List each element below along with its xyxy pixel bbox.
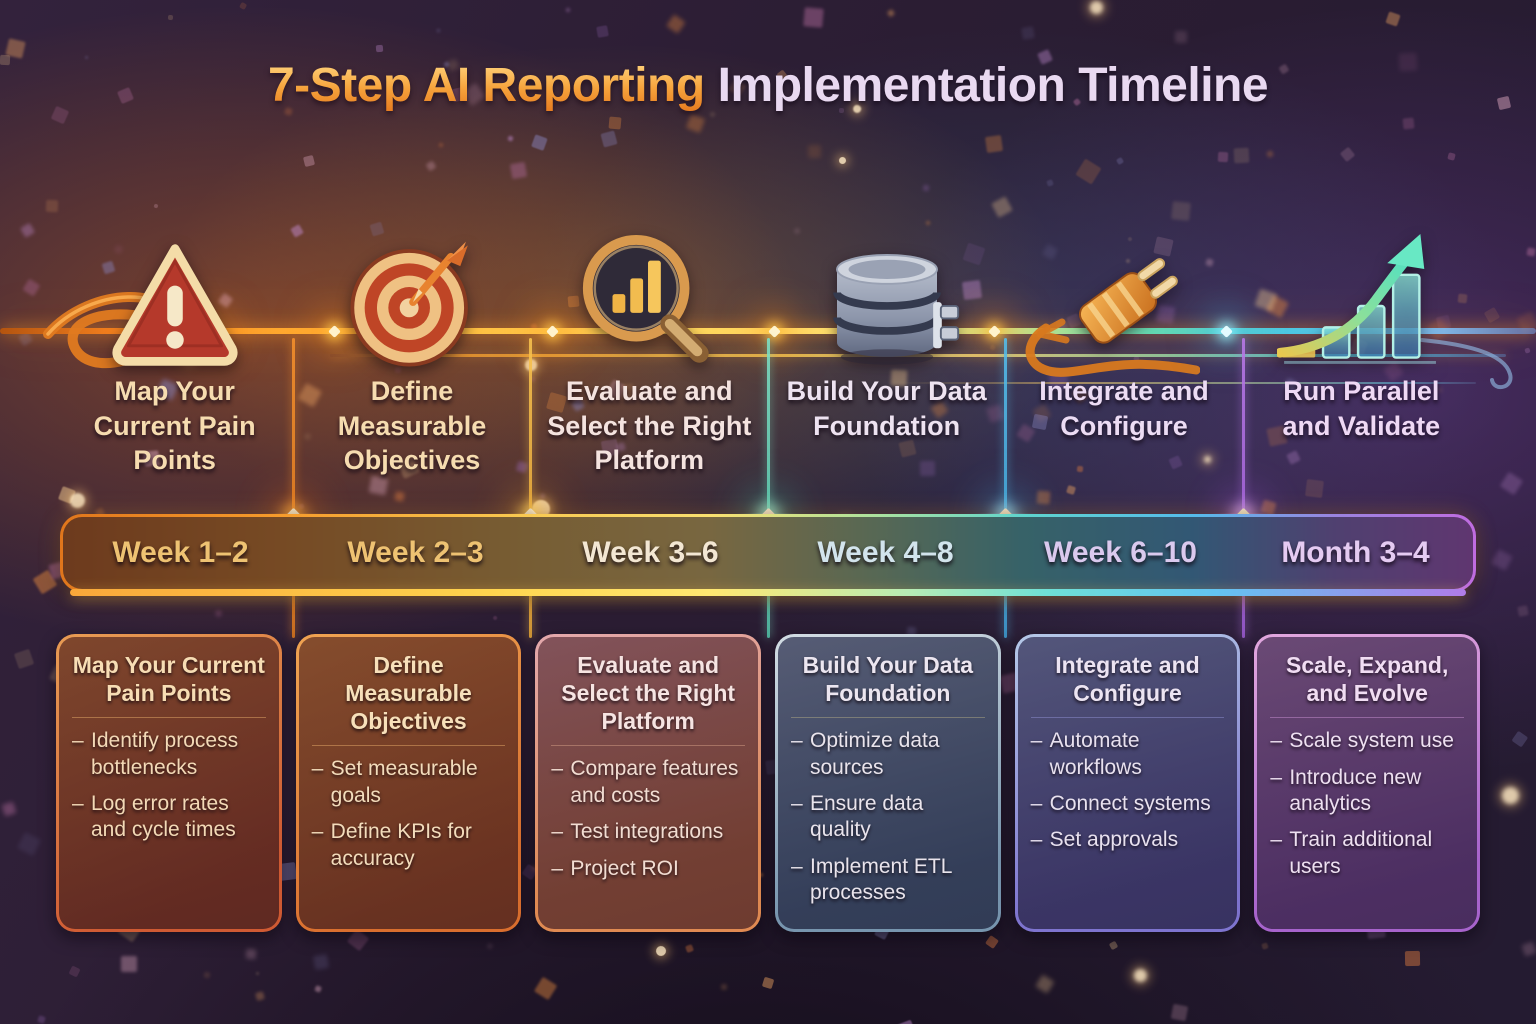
- card-title: Build Your Data Foundation: [791, 651, 985, 719]
- card-bullet: Scale system use: [1270, 728, 1464, 755]
- period-week-3-6: Week 3–6: [582, 536, 719, 569]
- step-label-1: Map Your Current Pain Points: [93, 376, 256, 476]
- step-label-5: Integrate and Configure: [1039, 376, 1209, 441]
- card-title: Evaluate and Select the Right Platform: [551, 651, 745, 747]
- card-bullet: Define KPIs for accuracy: [312, 819, 506, 872]
- timeline-flow-line-tertiary: [900, 382, 1476, 384]
- card-bullet: Introduce new analytics: [1270, 765, 1464, 818]
- card-bullet: Ensure data quality: [791, 791, 985, 844]
- card-bullet: Set approvals: [1031, 827, 1225, 854]
- card-bullets: Set measurable goals Define KPIs for acc…: [312, 756, 506, 872]
- card-title: Integrate and Configure: [1030, 651, 1225, 719]
- card-data-foundation: Build Your Data Foundation Optimize data…: [775, 634, 1001, 932]
- card-bullets: Automate workflows Connect systems Set a…: [1031, 728, 1225, 854]
- database-icon: [768, 226, 1005, 384]
- timeline-bar: Week 1–2 Week 2–3 Week 3–6 Week 4–8 Week…: [60, 514, 1476, 596]
- card-bullets: Identify process bottlenecks Log error r…: [72, 728, 266, 844]
- period-week-1-2: Week 1–2: [112, 536, 249, 569]
- page-title-emphasis: 7-Step AI Reporting: [267, 59, 705, 112]
- page-title-rest: Implementation Timeline: [717, 59, 1269, 112]
- step-label-2: Define Measurable Objectives: [337, 376, 487, 476]
- card-bullet: Identify process bottlenecks: [72, 728, 266, 781]
- card-bullets: Compare features and costs Test integrat…: [551, 756, 745, 882]
- card-bullet: Test integrations: [551, 819, 745, 846]
- period-week-6-10: Week 6–10: [1044, 536, 1197, 569]
- card-bullet: Log error rates and cycle times: [72, 791, 266, 844]
- card-bullet: Train additional users: [1270, 827, 1464, 880]
- card-objectives: Define Measurable Objectives Set measura…: [295, 634, 522, 932]
- timeline-flow-line: [0, 328, 1536, 334]
- card-bullets: Scale system use Introduce new analytics…: [1270, 728, 1464, 880]
- step-label-row: Map Your Current Pain Points Define Meas…: [56, 374, 1480, 478]
- step-label-6: Run Parallel and Validate: [1282, 376, 1441, 441]
- step-label-3: Evaluate and Select the Right Platform: [547, 376, 752, 476]
- growth-arrow-icon: [1243, 226, 1480, 384]
- card-integrate: Integrate and Configure Automate workflo…: [1014, 634, 1241, 932]
- period-week-4-8: Week 4–8: [817, 536, 954, 569]
- card-bullet: Implement ETL processes: [791, 854, 985, 907]
- card-title: Map Your Current Pain Points: [72, 651, 266, 719]
- card-bullet: Automate workflows: [1031, 728, 1225, 781]
- line-end-curl-icon: [1420, 338, 1513, 390]
- step-label-4: Build Your Data Foundation: [786, 376, 987, 441]
- magnifier-chart-icon: [531, 226, 768, 384]
- card-bullets: Optimize data sources Ensure data qualit…: [791, 728, 985, 907]
- plug-icon: [1005, 226, 1242, 384]
- card-bullet: Optimize data sources: [791, 728, 985, 781]
- card-bullet: Compare features and costs: [551, 756, 745, 809]
- card-bullet: Project ROI: [551, 856, 745, 883]
- card-title: Define Measurable Objectives: [311, 651, 506, 747]
- card-bullet: Set measurable goals: [312, 756, 506, 809]
- plug-cable-icon: [1025, 318, 1200, 377]
- detail-card-row: Map Your Current Pain Points Identify pr…: [56, 634, 1480, 932]
- card-title: Scale, Expand, and Evolve: [1270, 651, 1464, 719]
- card-scale-evolve: Scale, Expand, and Evolve Scale system u…: [1254, 634, 1480, 932]
- warning-icon: [56, 226, 293, 384]
- step-icon-row: [56, 226, 1480, 384]
- period-month-3-4: Month 3–4: [1281, 536, 1430, 569]
- card-bullet: Connect systems: [1031, 791, 1225, 818]
- card-platform: Evaluate and Select the Right Platform C…: [535, 634, 761, 932]
- target-icon: [293, 226, 530, 384]
- timeline-bar-inner: Week 1–2 Week 2–3 Week 3–6 Week 4–8 Week…: [63, 517, 1473, 589]
- card-pain-points: Map Your Current Pain Points Identify pr…: [56, 634, 282, 932]
- period-week-2-3: Week 2–3: [347, 536, 484, 569]
